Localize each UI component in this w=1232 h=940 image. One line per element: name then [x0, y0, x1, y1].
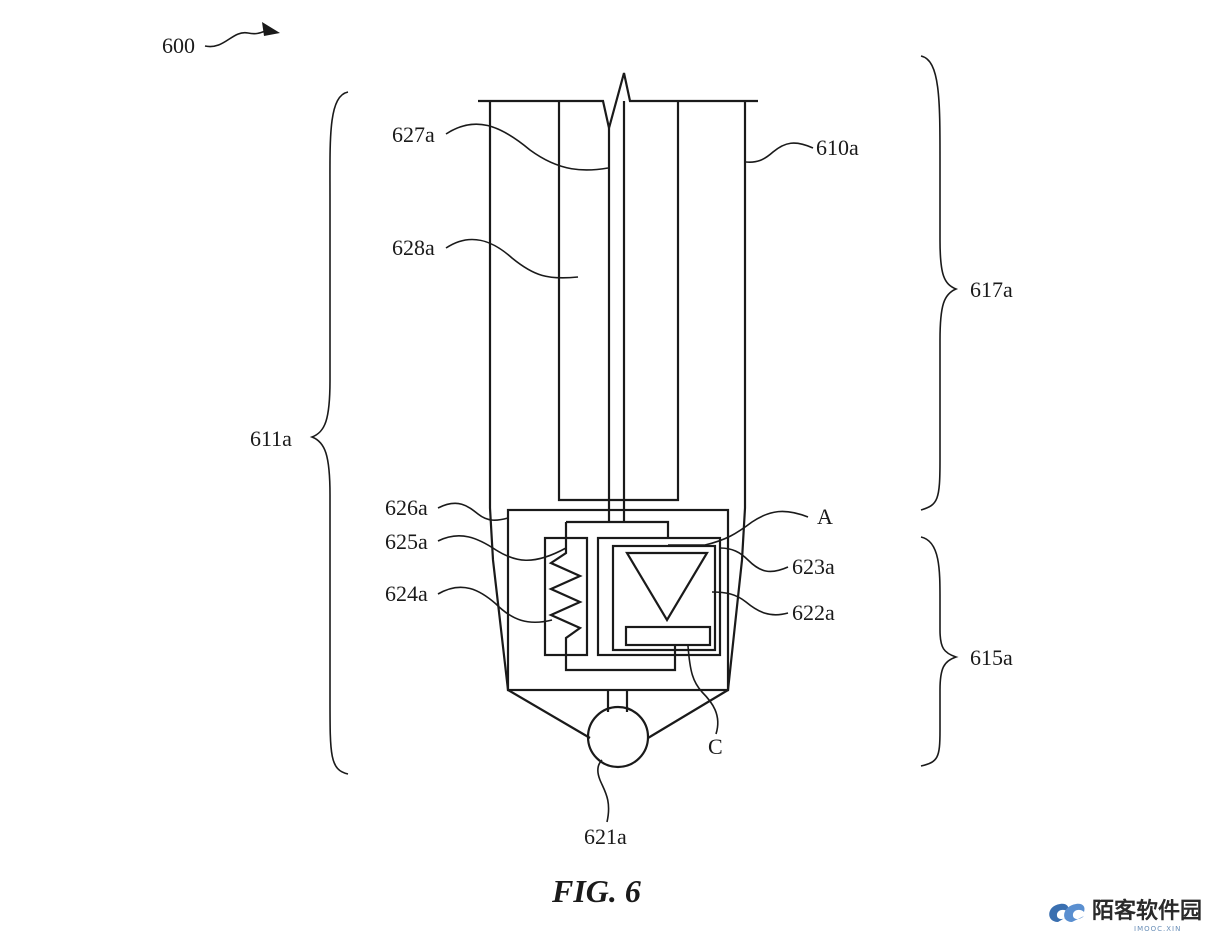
top-cut-line [478, 72, 758, 129]
spring-element [543, 536, 589, 657]
leader-628a [445, 238, 579, 279]
brace-617a [920, 55, 959, 511]
leader-627a [445, 123, 609, 171]
tip-sphere [586, 690, 650, 769]
label-615a: 615a [970, 645, 1013, 670]
label-623a: 623a [792, 554, 835, 579]
leader-C [687, 645, 719, 735]
leader-625a [437, 534, 567, 561]
central-lead [607, 101, 626, 522]
watermark-text: 陌客软件园 [1092, 898, 1202, 924]
watermark: 陌客软件园 IMOOC.XIN [1049, 898, 1202, 933]
label-625a: 625a [385, 529, 428, 554]
outer-housing [488, 101, 747, 739]
label-600: 600 [162, 33, 195, 58]
label-611a: 611a [250, 426, 292, 451]
leader-624a [437, 586, 553, 624]
leader-623a [719, 547, 789, 573]
watermark-subtext: IMOOC.XIN [1134, 925, 1181, 933]
inner-tube [557, 101, 680, 502]
electronics-box [506, 508, 730, 692]
label-626a: 626a [385, 495, 428, 520]
label-C: C [708, 734, 723, 759]
leader-626a [437, 502, 509, 521]
watermark-logo-icon [1049, 903, 1085, 922]
brace-611a [309, 91, 349, 775]
label-627a: 627a [392, 122, 435, 147]
leader-A [668, 510, 809, 546]
label-617a: 617a [970, 277, 1013, 302]
figure-caption: FIG. 6 [551, 873, 641, 909]
sensor-module [596, 536, 722, 657]
label-624a: 624a [385, 581, 428, 606]
circuit-wiring [564, 520, 677, 672]
label-610a: 610a [816, 135, 859, 160]
leader-600 [204, 29, 269, 48]
label-628a: 628a [392, 235, 435, 260]
leader-621a [597, 759, 610, 823]
label-622a: 622a [792, 600, 835, 625]
leader-610a [745, 142, 814, 163]
label-A: A [817, 504, 833, 529]
label-621a: 621a [584, 824, 627, 849]
brace-615a [920, 536, 959, 767]
arrow-600-icon [262, 22, 280, 36]
leader-622a [711, 591, 789, 616]
